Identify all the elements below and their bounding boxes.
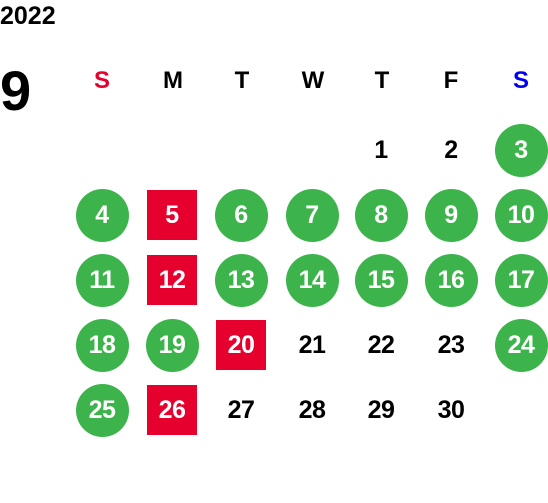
day-number: 22	[367, 330, 395, 359]
day-cell: 16	[424, 253, 478, 307]
day-number: 3	[514, 135, 528, 164]
day-cell: 3	[494, 123, 548, 177]
day-cell: 6	[214, 188, 268, 242]
day-cell: 30	[424, 383, 478, 437]
day-number: 5	[165, 200, 179, 229]
day-cell: 4	[75, 188, 129, 242]
day-number: 13	[227, 265, 255, 294]
day-cell: 14	[285, 253, 339, 307]
day-cell: 11	[75, 253, 129, 307]
day-number: 2	[444, 135, 458, 164]
day-cell: 17	[494, 253, 548, 307]
day-cell: 1	[354, 123, 408, 177]
day-number: 23	[437, 330, 465, 359]
day-number: 25	[88, 395, 116, 424]
day-number: 19	[158, 330, 186, 359]
day-number: 21	[298, 330, 326, 359]
weekday-header-friday: F	[443, 67, 459, 94]
day-number: 18	[88, 330, 116, 359]
day-cell: 18	[75, 318, 129, 372]
weekday-header-monday: M	[163, 67, 183, 94]
day-cell: 25	[75, 383, 129, 437]
weekday-header-thursday: T	[374, 67, 390, 94]
year-label: 2022	[0, 2, 56, 30]
weekday-header-tuesday: T	[234, 67, 250, 94]
day-number: 1	[374, 135, 388, 164]
day-cell: 27	[214, 383, 268, 437]
day-cell: 15	[354, 253, 408, 307]
weekday-header-saturday: S	[512, 67, 529, 94]
day-number: 29	[367, 395, 395, 424]
day-number: 12	[158, 265, 186, 294]
day-cell: 10	[494, 188, 548, 242]
day-cell: 28	[285, 383, 339, 437]
day-cell: 9	[424, 188, 478, 242]
day-number: 7	[305, 200, 319, 229]
day-number: 30	[437, 395, 465, 424]
day-cell: 5	[147, 190, 197, 240]
weekday-header-wednesday: W	[301, 67, 325, 94]
day-cell: 29	[354, 383, 408, 437]
day-number: 27	[227, 395, 255, 424]
day-cell: 12	[147, 255, 197, 305]
day-number: 4	[95, 200, 109, 229]
day-cell: 7	[285, 188, 339, 242]
day-cell: 2	[424, 123, 478, 177]
day-cell: 26	[147, 385, 197, 435]
day-cell: 8	[354, 188, 408, 242]
day-cell: 24	[494, 318, 548, 372]
day-number: 11	[89, 265, 115, 294]
weekday-header-sunday: S	[93, 67, 110, 94]
day-number: 16	[437, 265, 465, 294]
day-number: 28	[298, 395, 326, 424]
day-cell: 21	[285, 318, 339, 372]
day-cell: 13	[214, 253, 268, 307]
day-number: 6	[234, 200, 248, 229]
day-number: 24	[507, 330, 535, 359]
day-number: 15	[367, 265, 395, 294]
day-number: 10	[507, 200, 535, 229]
day-number: 14	[298, 265, 326, 294]
day-number: 17	[507, 265, 535, 294]
day-number: 9	[444, 200, 458, 229]
day-cell: 22	[354, 318, 408, 372]
day-cell: 19	[145, 318, 199, 372]
day-number: 8	[374, 200, 388, 229]
day-number: 26	[158, 395, 186, 424]
month-number: 9	[0, 59, 32, 122]
day-number: 20	[227, 330, 255, 359]
day-cell: 23	[424, 318, 478, 372]
day-cell: 20	[216, 320, 266, 370]
